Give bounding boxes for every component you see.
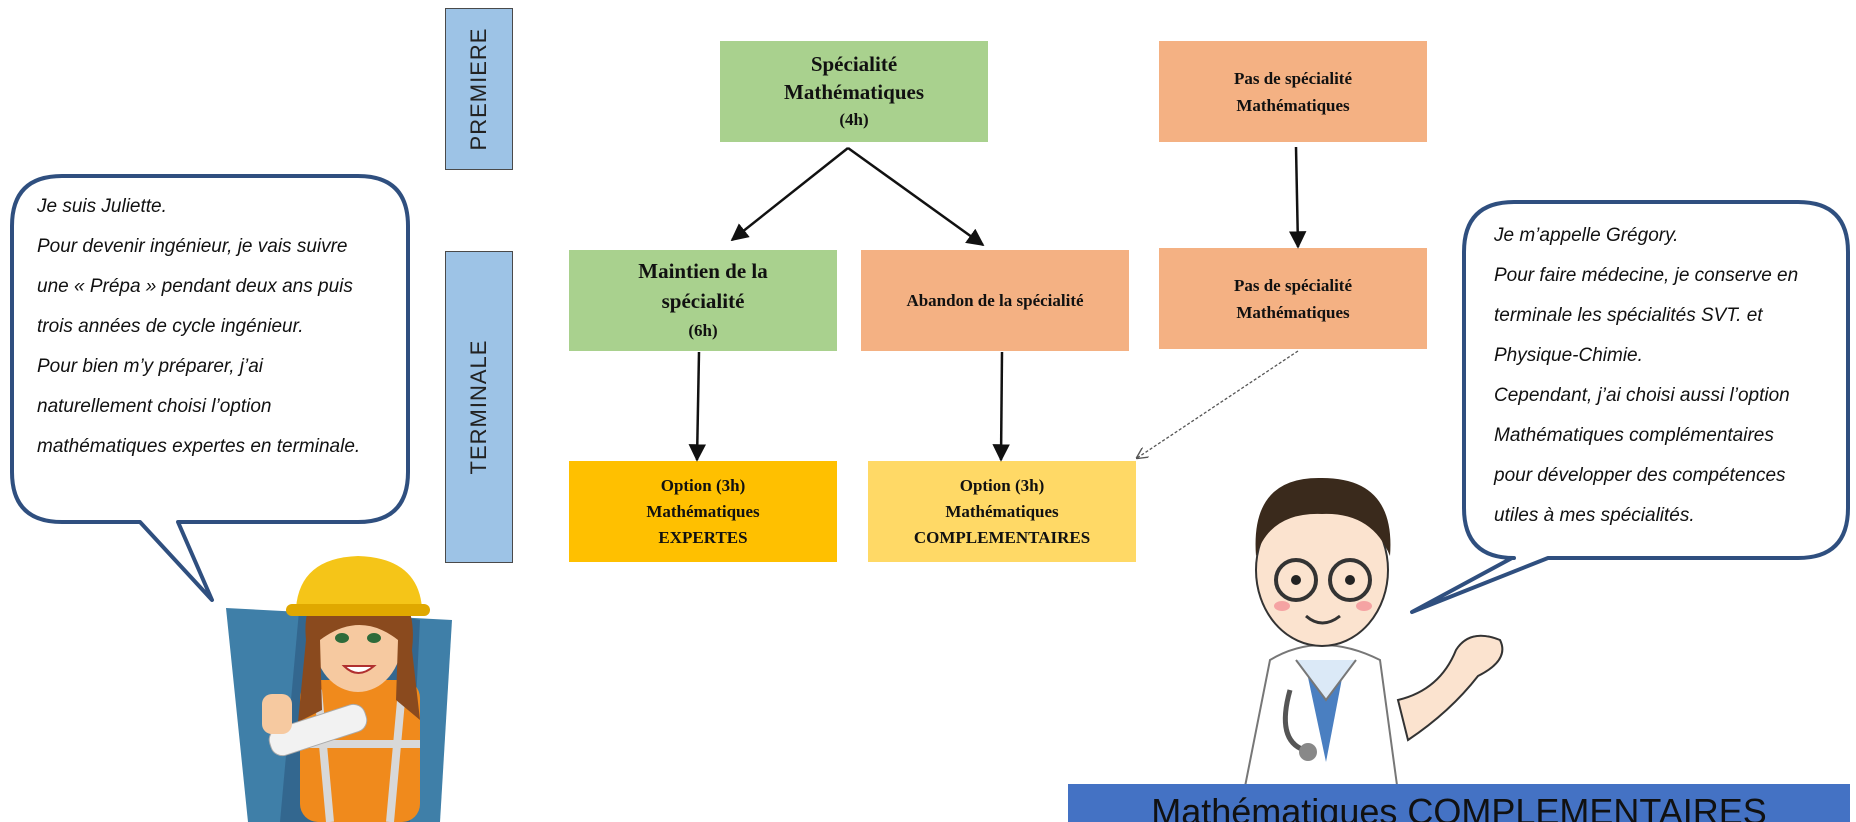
juliette-text-line: une « Prépa » pendant deux ans puis: [37, 276, 353, 297]
juliette-text-line: Pour devenir ingénieur, je vais suivre: [37, 236, 348, 257]
arrow-pas-terminale-to-complementaires: [1137, 350, 1299, 458]
juliette-text-line: mathématiques expertes en terminale.: [37, 436, 361, 457]
gregory-illustration: [1236, 477, 1504, 822]
gregory-text-line: Mathématiques complémentaires: [1494, 425, 1774, 446]
box-pas-de-specialite-terminale: Pas de spécialité Mathématiques: [1159, 248, 1427, 349]
juliette-text-line: trois années de cycle ingénieur.: [37, 316, 304, 337]
gregory-text-line: utiles à mes spécialités.: [1494, 505, 1695, 526]
speech-bubble-juliette: [10, 174, 410, 602]
box-pas-de-specialite-premiere: Pas de spécialité Mathématiques: [1159, 41, 1427, 142]
gregory-text-line: Je m’appelle Grégory.: [1494, 225, 1679, 246]
juliette-text-line: Pour bien m’y préparer, j’ai: [37, 356, 263, 377]
level-label-premiere: PREMIERE: [445, 8, 513, 170]
gregory-text-line: Physique-Chimie.: [1494, 345, 1643, 366]
juliette-text-line: naturellement choisi l’option: [37, 396, 272, 417]
level-label-terminale: TERMINALE: [445, 251, 513, 563]
arrow-spe-to-abandon: [847, 146, 985, 247]
arrow-maintien-to-expertes: [688, 351, 707, 462]
speech-bubble-gregory: [1410, 200, 1850, 614]
box-abandon-specialite: Abandon de la spécialité: [861, 250, 1129, 351]
box-maintien-specialite: Maintien de la spécialité (6h): [569, 250, 837, 351]
gregory-text-line: Cependant, j’ai choisi aussi l’option: [1494, 385, 1790, 406]
juliette-speech-text: Je suis Juliette. Pour devenir ingénieur…: [37, 187, 407, 467]
arrow-spe-to-maintien: [730, 147, 849, 242]
gregory-text-line: terminale les spécialités SVT. et: [1494, 305, 1763, 326]
box-option-complementaires: Option (3h) Mathématiques COMPLEMENTAIRE…: [868, 461, 1136, 562]
gregory-text-line: Pour faire médecine, je conserve en: [1494, 265, 1799, 286]
box-specialite-maths: Spécialité Mathématiques (4h): [720, 41, 988, 142]
box-option-expertes: Option (3h) Mathématiques EXPERTES: [569, 461, 837, 562]
juliette-illustration: [226, 556, 452, 822]
gregory-text-line: pour développer des compétences: [1494, 465, 1786, 486]
juliette-text-line: Je suis Juliette.: [37, 196, 167, 217]
gregory-speech-text: Je m’appelle Grégory. Pour faire médecin…: [1494, 216, 1844, 536]
arrow-abandon-to-complementaires: [992, 351, 1010, 462]
banner-complementaires: Mathématiques COMPLEMENTAIRES: [1068, 784, 1850, 822]
arrow-pas-premiere-to-terminale: [1288, 146, 1307, 249]
